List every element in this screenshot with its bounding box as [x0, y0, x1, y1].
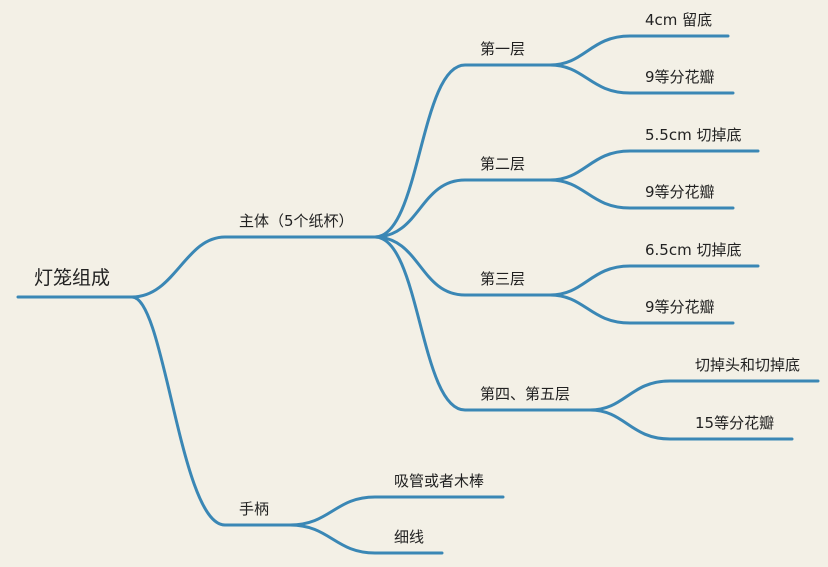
edge-layer4-child2	[588, 408, 794, 441]
edge-layer2-child2	[548, 178, 735, 210]
root-node[interactable]: 灯笼组成	[34, 267, 111, 289]
edge-body-layer4	[373, 235, 592, 412]
handle-node[interactable]: 手柄	[239, 500, 270, 518]
layer1-child1-node[interactable]: 4cm 留底	[645, 11, 713, 29]
layer4-child1-node[interactable]: 切掉头和切掉底	[695, 356, 801, 374]
edge-handle-child1	[288, 495, 505, 527]
edge-handle-child2	[288, 523, 444, 555]
layer4-child2-node[interactable]: 15等分花瓣	[695, 414, 775, 432]
layer2-child2-node[interactable]: 9等分花瓣	[645, 183, 715, 201]
layer3-node[interactable]: 第三层	[480, 270, 526, 288]
edge-layer4-child1	[588, 379, 820, 412]
layer1-child2-node[interactable]: 9等分花瓣	[645, 68, 715, 86]
edge-root-body	[130, 235, 377, 299]
layer4-node[interactable]: 第四、第五层	[480, 385, 571, 403]
handle-child1-node[interactable]: 吸管或者木棒	[394, 472, 485, 490]
layer2-child1-node[interactable]: 5.5cm 切掉底	[645, 126, 742, 144]
edge-body-layer1	[373, 63, 552, 239]
edge-layer3-child1	[548, 264, 760, 297]
edge-layer1-child1	[548, 34, 730, 67]
layer3-child2-node[interactable]: 9等分花瓣	[645, 298, 715, 316]
edge-body-layer2	[373, 178, 552, 239]
edge-body-layer3	[373, 235, 552, 297]
edge-root-handle	[130, 295, 292, 527]
edge-layer3-child2	[548, 293, 735, 325]
layer3-child1-node[interactable]: 6.5cm 切掉底	[645, 241, 742, 259]
edge-layer1-child2	[548, 63, 735, 95]
layer2-node[interactable]: 第二层	[480, 155, 526, 173]
body-node[interactable]: 主体（5个纸杯）	[239, 212, 354, 230]
handle-child2-node[interactable]: 细线	[394, 528, 425, 546]
layer1-node[interactable]: 第一层	[480, 40, 526, 58]
edge-layer2-child1	[548, 149, 760, 182]
